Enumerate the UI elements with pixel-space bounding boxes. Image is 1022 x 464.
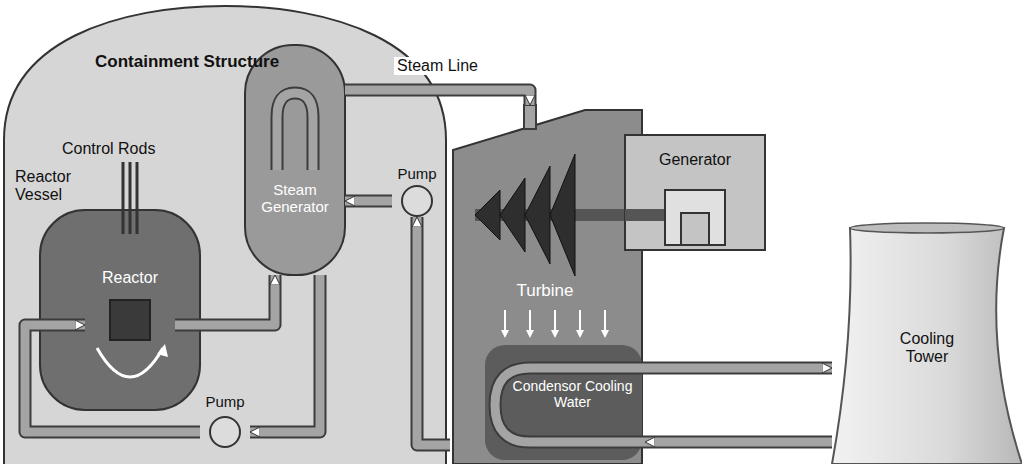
tower-rim: [850, 223, 1004, 233]
node-label-holder: Cooling Tower: [877, 330, 977, 367]
node-label: Reactor Vessel: [15, 168, 93, 205]
steam-flow-arrow: [554, 310, 556, 331]
generator: Generator: [625, 135, 765, 250]
turbine-hall: Turbine: [450, 105, 645, 464]
steam-flow-arrow: [579, 310, 581, 331]
generator-unit: [665, 190, 725, 245]
edge-label-holder: Steam Line: [378, 57, 498, 75]
pipe-fill: [277, 93, 313, 170]
node-label: Cooling Tower: [877, 330, 977, 367]
node-label-holder: Pump: [195, 393, 255, 410]
node-label: Generator: [625, 151, 765, 169]
node-label-holder: Steam Generator: [245, 181, 345, 216]
steam-inlet: [524, 105, 536, 129]
pipe-outline: [645, 362, 832, 375]
node-label: Steam Generator: [245, 181, 345, 216]
vessel-body: [40, 210, 200, 410]
reactor-core-block: [110, 300, 150, 340]
pipe-connector: [345, 201, 392, 202]
pipe-fill: [645, 438, 832, 447]
node-label-holder: Reactor Vessel: [15, 168, 93, 205]
steam-flow-head: [551, 330, 559, 338]
reactor-vessel: Reactor VesselReactor: [15, 168, 210, 415]
part-label-holder: Condensor Cooling Water: [505, 378, 640, 410]
steam-generator-outline: [245, 45, 345, 275]
flow-arrow-head: [157, 344, 168, 357]
pipe-connector: [645, 442, 832, 443]
turbine-blade: [500, 178, 525, 252]
containment-structure: Containment StructureReactor VesselReact…: [0, 0, 450, 464]
node-label-holder: Containment Structure: [95, 52, 325, 72]
cooling-tower: Cooling Tower: [832, 222, 1022, 464]
node-label: Containment Structure: [95, 52, 325, 72]
node-label: Turbine: [470, 281, 620, 301]
tower-shell: [832, 228, 1022, 464]
pipe-outline: [645, 436, 832, 449]
containment-dome: [4, 6, 446, 464]
feed-pump: Pump: [392, 165, 442, 217]
steam-flow-head: [501, 330, 509, 338]
turbine-blade: [475, 190, 500, 240]
part-label: Condensor Cooling Water: [505, 378, 640, 410]
part-label-holder: Control Rods: [62, 140, 182, 158]
turbine-blade: [550, 154, 575, 276]
reactor-core: Reactor: [85, 265, 175, 350]
steam-flow-arrow: [604, 310, 606, 331]
reactor-vessel-outline: [15, 168, 210, 415]
pipe-fill: [495, 368, 645, 442]
generator-box: [625, 135, 765, 250]
pump-casing: [210, 417, 240, 447]
node-label-holder: Pump: [387, 165, 447, 182]
pipe-fill: [345, 197, 392, 206]
part-label: Control Rods: [62, 140, 182, 158]
steam-generator-shell: [245, 45, 345, 275]
steam-flow-head: [526, 330, 534, 338]
steam-flow-arrow: [504, 310, 506, 331]
control-rod: [129, 162, 132, 234]
turbine-housing: [453, 110, 642, 464]
pipe-outline: [495, 368, 645, 442]
generator-shaft: [625, 209, 665, 221]
pipe-fill: [645, 364, 832, 373]
pipe-outline: [277, 93, 313, 170]
pump-casing: [402, 186, 432, 216]
turbine-blade: [525, 166, 550, 264]
generator-door: [681, 213, 709, 245]
node-label-holder: Turbine: [470, 281, 620, 301]
steam-generator: Steam Generator: [245, 45, 345, 275]
node-label: Reactor: [85, 269, 175, 287]
control-rod: [136, 162, 139, 234]
primary-pump: Pump: [200, 393, 250, 448]
control-rod: [122, 162, 125, 234]
edge-label: Steam Line: [394, 57, 481, 75]
node-label-holder: Reactor: [85, 269, 175, 287]
flow-arrow: [97, 348, 163, 377]
node-label: Pump: [387, 165, 447, 182]
steam-flow-arrow: [529, 310, 531, 331]
steam-flow-head: [576, 330, 584, 338]
node-label-holder: Generator: [625, 151, 765, 169]
pipe-connector: [645, 368, 832, 369]
node-label: Pump: [195, 393, 255, 410]
pipe-outline: [345, 195, 392, 208]
steam-flow-head: [601, 330, 609, 338]
